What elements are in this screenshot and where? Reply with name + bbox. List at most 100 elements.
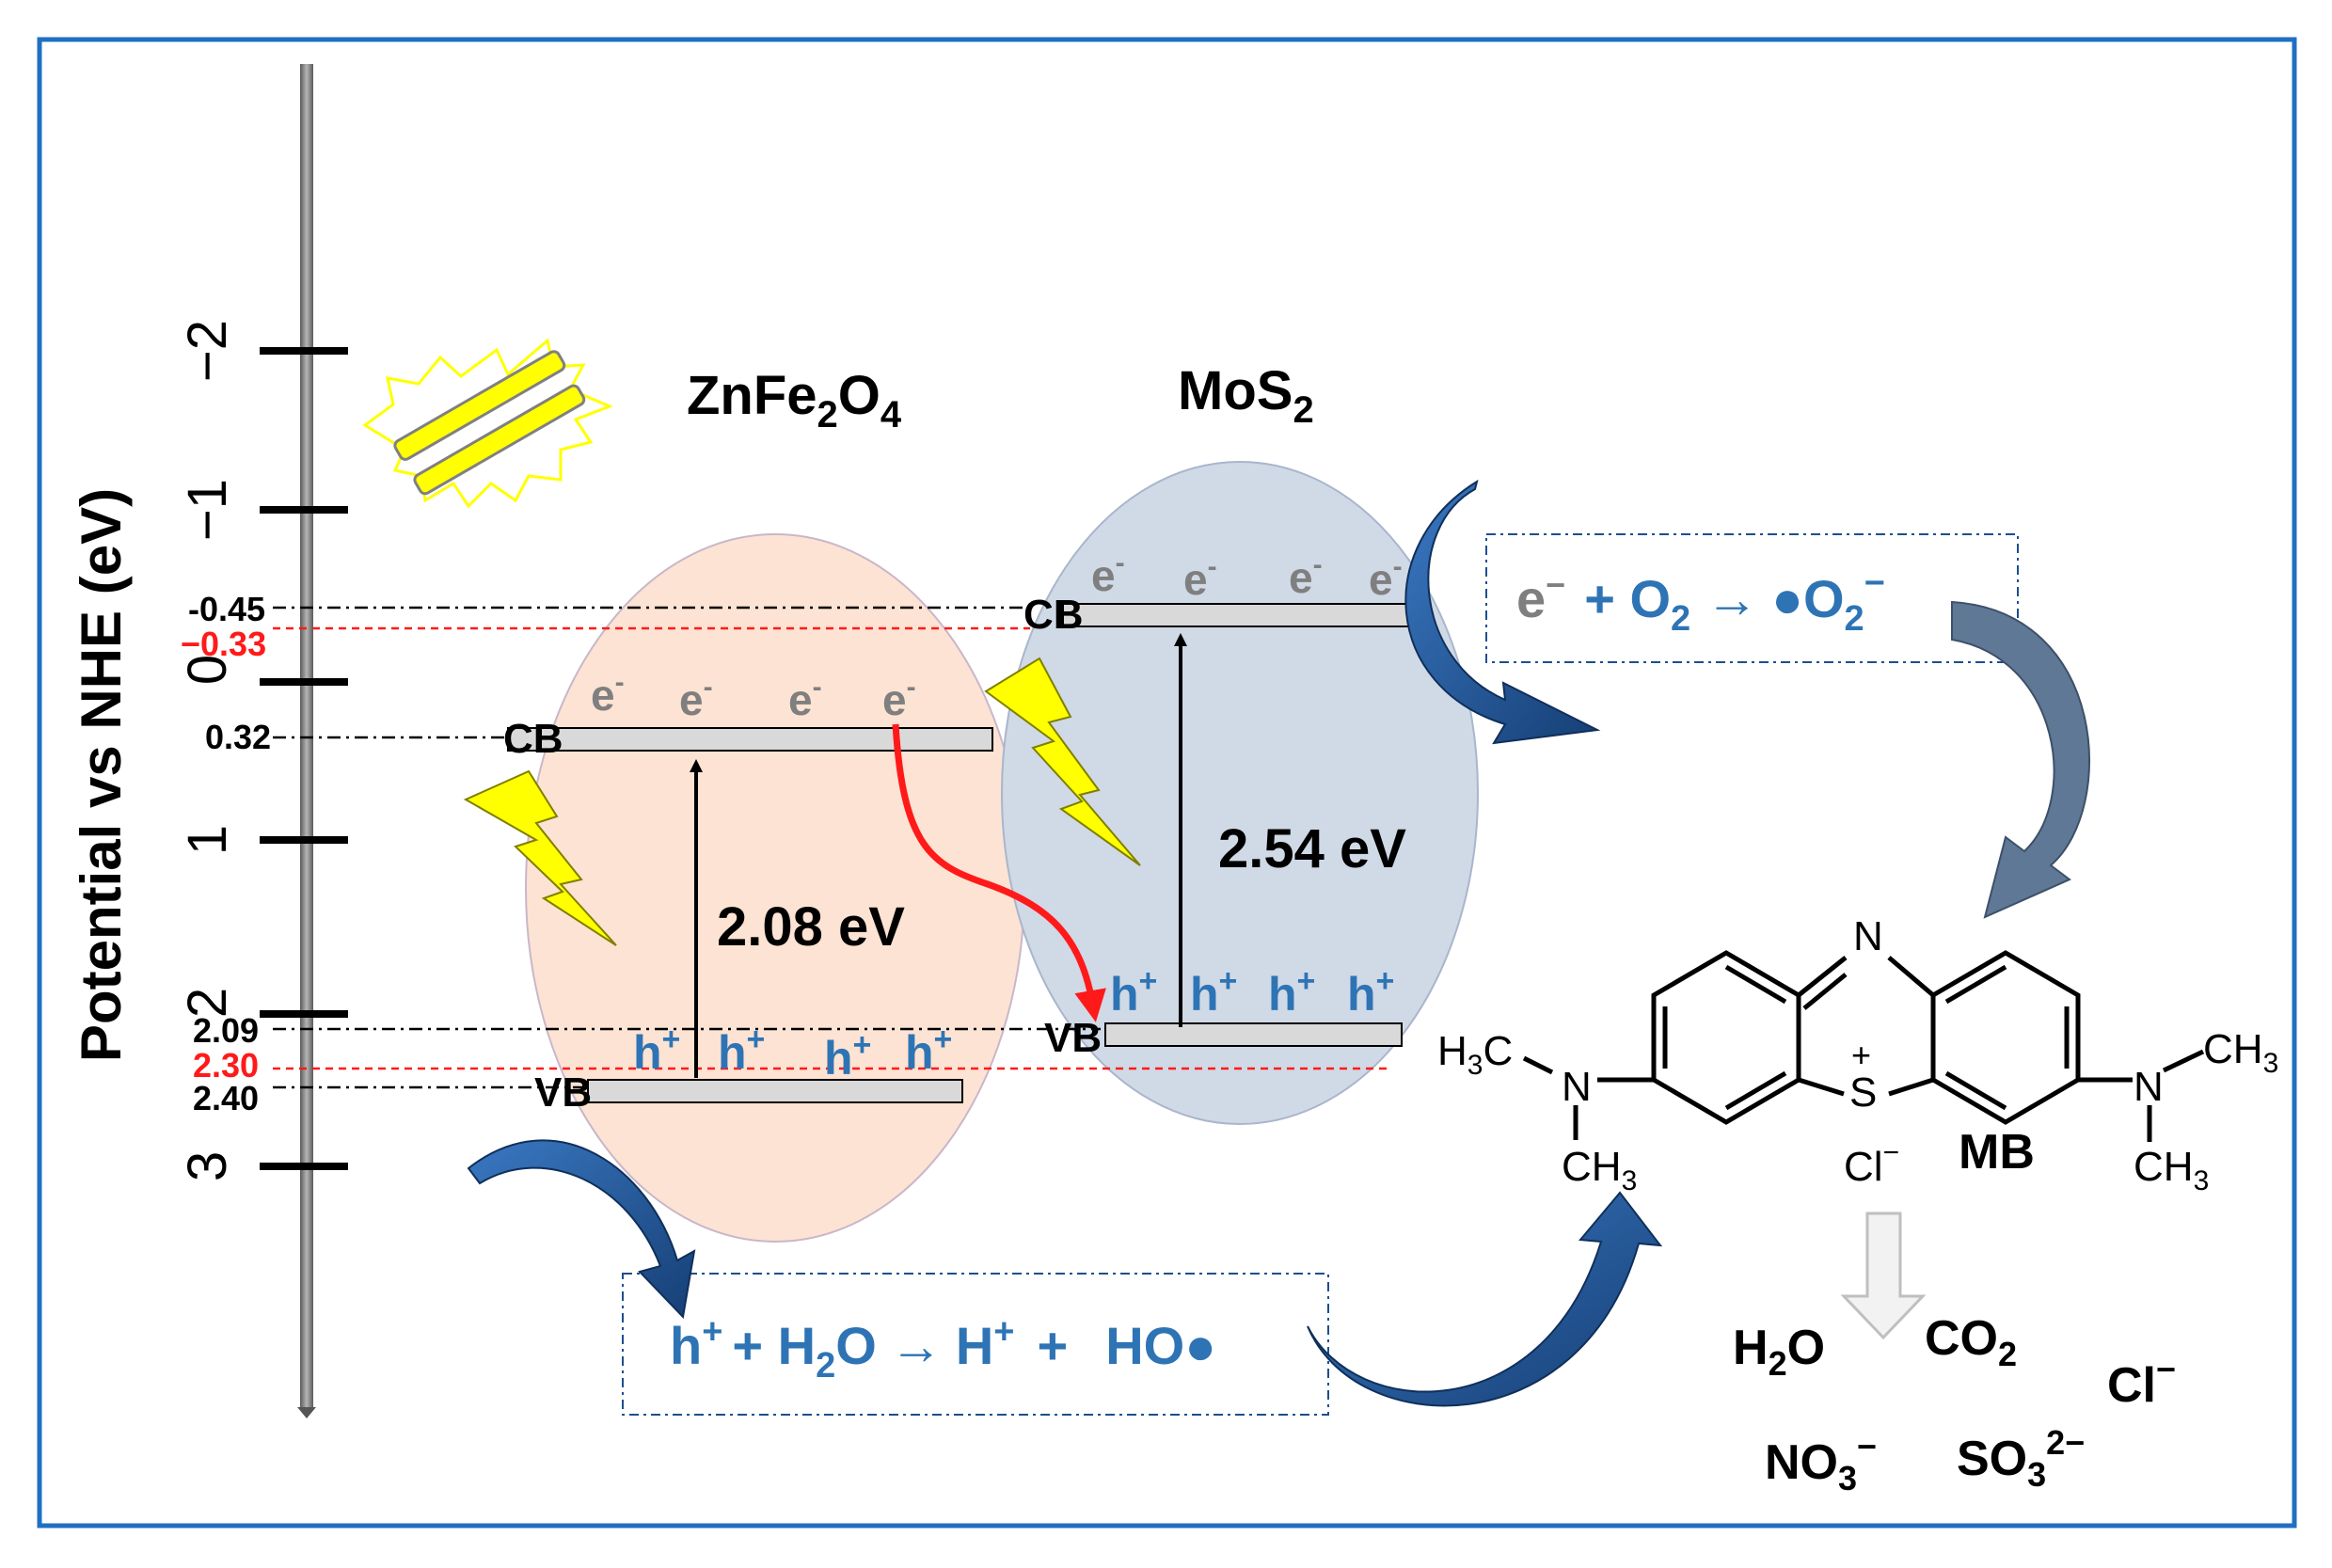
lamp-icon	[362, 338, 613, 509]
zfo-holes: h+ h+ h+ h+	[633, 1022, 952, 1085]
mb-bond	[1888, 1077, 1934, 1097]
superoxide-reaction-box	[1485, 533, 2019, 663]
hole: h+	[718, 1022, 765, 1079]
product-co2: CO2	[1925, 1311, 2017, 1373]
axis-arrow-tip	[297, 1407, 316, 1418]
mb-bond	[1944, 1070, 2007, 1111]
mos2-name: MoS2	[1178, 360, 1314, 431]
zfo-name: ZnFe2O4	[687, 365, 902, 436]
mb-counter-ion: Cl−	[1844, 1137, 1899, 1190]
mb-left-n: N	[1562, 1064, 1592, 1110]
mb-left-ch3: CH3	[1562, 1144, 1637, 1196]
zfo-cb-bar	[507, 727, 993, 752]
degradation-products: H2O CO2 Cl− NO3− SO32−	[1733, 1311, 2176, 1497]
level-reference-lines	[273, 606, 1388, 1089]
curved-arrow-superoxide-to-mb	[1951, 600, 2091, 919]
zfo-gap-label: 2.08 eV	[717, 896, 905, 958]
mb-right-ring	[1930, 950, 2081, 1125]
electron: e-	[882, 672, 916, 724]
level-label-mos2-cb: -0.45	[188, 590, 265, 628]
mb-right-n: N	[2134, 1064, 2164, 1110]
hole: h+	[905, 1022, 952, 1079]
zfo-electrons: e- e- e- e-	[591, 667, 916, 724]
hole: h+	[1110, 963, 1157, 1021]
hole: h+	[1190, 963, 1237, 1021]
lamp-tube-top	[393, 350, 566, 461]
electron: e-	[1289, 549, 1323, 602]
band-labels: CB VB CB VB	[503, 592, 1102, 1116]
mos2-vb-label: VB	[1044, 1015, 1102, 1061]
mb-bond	[1797, 956, 1848, 997]
mb-bond	[2162, 1049, 2205, 1073]
mos2-vb-bar	[1104, 1022, 1403, 1047]
figure-frame	[37, 37, 2297, 1528]
zfo-cb-label: CB	[503, 716, 563, 762]
mb-bond	[1798, 1077, 1845, 1097]
mb-bond	[1522, 1055, 1554, 1075]
superoxide-reaction: e−+ O2→●O2−	[1516, 563, 1885, 639]
mos2-holes: h+ h+ h+ h+	[1110, 963, 1394, 1021]
product-no3: NO3−	[1765, 1427, 1877, 1497]
lightning-icon-zfo	[463, 769, 617, 946]
mb-name: MB	[1959, 1125, 2035, 1180]
mos2-cb-bar	[1062, 603, 1429, 627]
level-label-zfo-cb-ref: −0.33	[181, 625, 266, 663]
level-label-mos2-vb-ref: 2.30	[193, 1046, 259, 1085]
lamp-burst	[362, 338, 613, 509]
curved-arrow-zfo-to-hydroxyl	[467, 1139, 696, 1320]
level-label-mos2-vb: 2.09	[193, 1011, 259, 1050]
tick-label: 0	[177, 655, 238, 685]
hydroxyl-reaction: h++ H2O→H++HO●	[670, 1312, 1216, 1386]
electron-transfer-arrow	[892, 723, 1106, 1022]
degradation-arrow	[1840, 1212, 1927, 1340]
mb-left-h3c: H3C	[1437, 1028, 1513, 1081]
zfo-vb-bar	[587, 1079, 963, 1103]
mos2-cb-label: CB	[1023, 592, 1084, 638]
tick-label: 3	[177, 1151, 238, 1181]
product-cl: Cl−	[2107, 1350, 2176, 1413]
hole: h+	[1347, 963, 1394, 1021]
level-label-zfo-cb: 0.32	[205, 718, 271, 756]
mos2-gap-label: 2.54 eV	[1218, 818, 1406, 879]
mb-bond	[1724, 1070, 1787, 1111]
hole: h+	[824, 1027, 871, 1085]
mb-right-ch3-bottom: CH3	[2134, 1144, 2209, 1196]
product-h2o: H2O	[1733, 1321, 1825, 1383]
methylene-blue-structure	[1522, 950, 2205, 1142]
level-labels: -0.45 −0.33 0.32 2.09 2.30 2.40	[181, 590, 271, 1117]
mb-bond	[1944, 964, 2007, 1005]
methylene-blue-labels: N S + N N H3C CH3 CH3 CH3 Cl−	[1437, 913, 2278, 1196]
tick-label: −1	[177, 479, 238, 541]
electron: e-	[591, 667, 625, 720]
electron: e-	[1369, 551, 1403, 604]
electron: e-	[679, 672, 713, 724]
mb-s: S	[1849, 1069, 1877, 1116]
mb-bond	[1802, 973, 1848, 1010]
electron: e-	[788, 672, 822, 724]
lamp-tube-bottom	[413, 384, 586, 496]
zfo-ellipse	[525, 533, 1025, 1243]
lightning-icon-mos2	[984, 657, 1141, 866]
curved-arrow-mos2-to-superoxide	[1404, 479, 1601, 745]
mb-left-ring	[1651, 950, 1801, 1125]
mos2-electrons: e- e- e- e-	[1091, 547, 1403, 604]
axis-tick-labels: −2 −1 0 1 2 3	[177, 320, 238, 1181]
electron: e-	[1091, 547, 1125, 600]
zfo-vb-label: VB	[534, 1069, 592, 1116]
hydroxyl-reaction-box	[622, 1273, 1329, 1416]
level-label-zfo-vb: 2.40	[193, 1079, 259, 1117]
curved-arrow-hydroxyl-to-mb	[1307, 1191, 1663, 1407]
mb-n-top: N	[1853, 913, 1883, 959]
mb-bond	[1887, 956, 1935, 997]
tick-label: 1	[177, 825, 238, 855]
mb-s-charge: +	[1851, 1036, 1871, 1074]
product-so4: SO32−	[1957, 1423, 2085, 1494]
hole: h+	[633, 1022, 680, 1079]
mb-right-ch3-top: CH3	[2203, 1026, 2278, 1079]
axis-ticks	[260, 347, 348, 1170]
axis-title: Potential vs NHE (eV)	[70, 488, 133, 1062]
tick-label: −2	[177, 320, 238, 382]
mb-bond	[1724, 964, 1787, 1005]
